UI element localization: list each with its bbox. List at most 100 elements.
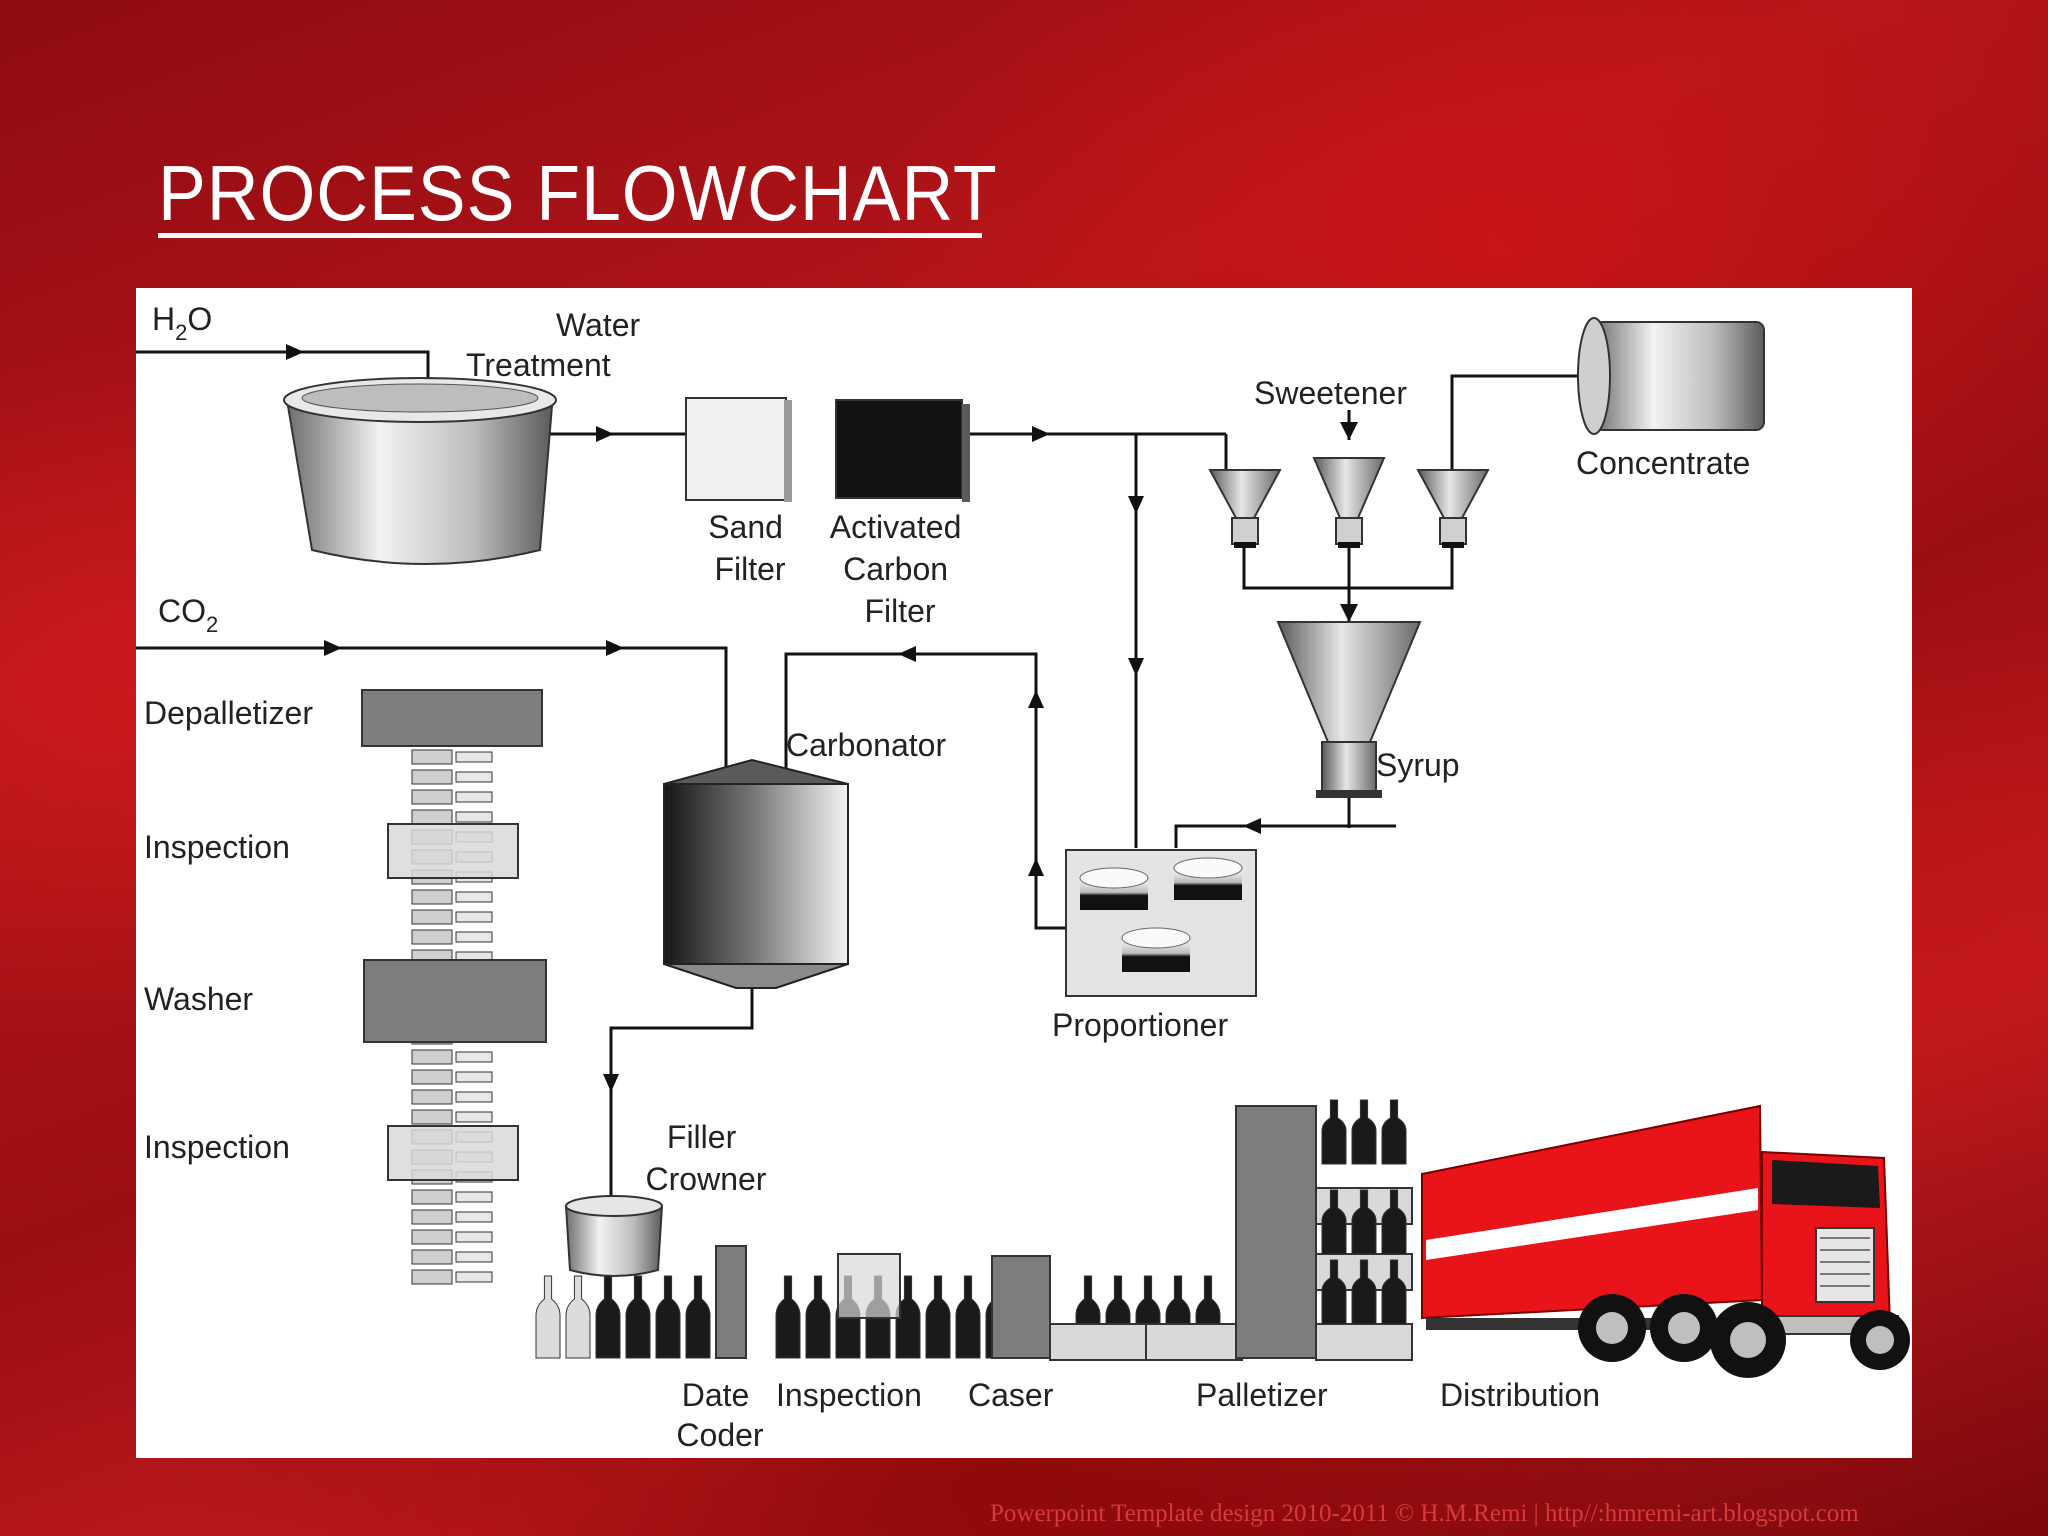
bottle (1351, 1189, 1377, 1255)
water-input-label: H2O (152, 301, 212, 345)
co2-input-label: CO2 (158, 593, 218, 637)
template-credit-footer: Powerpoint Template design 2010-2011 © H… (990, 1500, 1859, 1527)
funnel-1 (1208, 469, 1282, 548)
caser (991, 1255, 1051, 1359)
carbonator-label: Carbonator (786, 727, 946, 763)
bottle (411, 1229, 453, 1245)
sand-filter (685, 397, 792, 502)
bottle (455, 911, 493, 923)
title-underline (158, 233, 982, 238)
bottle (1381, 1189, 1407, 1255)
bottle (1351, 1259, 1377, 1325)
bottle (411, 889, 453, 905)
ingredient-funnels (1208, 457, 1490, 548)
bottle (455, 1271, 493, 1283)
filler-crowner-label: Filler Crowner (646, 1119, 767, 1197)
bottle (455, 771, 493, 783)
bottle (1381, 1259, 1407, 1325)
delivery-truck (1421, 1104, 1910, 1378)
palletizer-label: Palletizer (1196, 1377, 1328, 1413)
date-coder (715, 1245, 747, 1359)
bottle (455, 1211, 493, 1223)
bottle (455, 1051, 493, 1063)
bottle (1381, 1099, 1407, 1165)
distribution-label: Distribution (1440, 1377, 1600, 1413)
bottle (595, 1275, 621, 1359)
pallet-bottles (1321, 1099, 1407, 1325)
bottle (565, 1275, 591, 1359)
bottle (411, 1269, 453, 1285)
bottle (685, 1275, 711, 1359)
bottle (455, 791, 493, 803)
bottle (655, 1275, 681, 1359)
filler-crowner (564, 1195, 664, 1277)
bottle (1321, 1099, 1347, 1165)
bottle (455, 1251, 493, 1263)
sand-filter-label: Sand Filter (708, 509, 792, 587)
depalletizer (361, 689, 543, 747)
syrup-tank (1276, 621, 1422, 828)
process-flow-diagram: H2O CO2 Water Treatment Sand Filter Acti… (136, 288, 1912, 1458)
sweetener-label: Sweetener (1254, 375, 1407, 411)
bottle (955, 1275, 981, 1359)
bottle (411, 1109, 453, 1125)
bottle (455, 751, 493, 763)
proportioner-disc-2 (1173, 857, 1243, 900)
carbon-filter-label: Activated Carbon Filter (830, 509, 971, 629)
bottle (455, 931, 493, 943)
carbonator-tank (663, 758, 849, 989)
bottle (455, 891, 493, 903)
bottle (1351, 1099, 1377, 1165)
bottle (775, 1275, 801, 1359)
water-treatment-tank (283, 377, 557, 565)
bottle (411, 929, 453, 945)
inspection-station-line (837, 1253, 901, 1319)
bottle (455, 1231, 493, 1243)
concentrate-label: Concentrate (1576, 445, 1750, 481)
bottle (625, 1275, 651, 1359)
case-conveyor (1049, 1323, 1243, 1361)
inspection-station-1 (387, 823, 519, 879)
bottle (455, 1191, 493, 1203)
proportioner-disc-3 (1121, 927, 1191, 972)
water-treatment-label: Water Treatment (466, 307, 649, 383)
inspection-line-label: Inspection (776, 1377, 922, 1413)
bottle (455, 1111, 493, 1123)
proportioner-label: Proportioner (1052, 1007, 1228, 1043)
funnel-3 (1416, 469, 1490, 548)
bottle (455, 811, 493, 823)
bottle (411, 909, 453, 925)
bottle (411, 749, 453, 765)
flow-arrows (286, 344, 1596, 1092)
date-coder-label: Date Coder (676, 1377, 764, 1453)
bottle (411, 1189, 453, 1205)
syrup-label: Syrup (1376, 747, 1460, 783)
bottle (455, 1071, 493, 1083)
washer-label: Washer (144, 981, 253, 1017)
proportioner-disc-1 (1079, 867, 1149, 910)
inspection-station-2 (387, 1125, 519, 1181)
bottle (411, 789, 453, 805)
proportioner (1065, 849, 1257, 997)
slide-title: PROCESS FLOWCHART (158, 149, 998, 237)
bottle (411, 1069, 453, 1085)
bottle (411, 1049, 453, 1065)
bottle (535, 1275, 561, 1359)
bottle (411, 1089, 453, 1105)
bottle (805, 1275, 831, 1359)
diagram-svg: H2O CO2 Water Treatment Sand Filter Acti… (136, 301, 1910, 1453)
bottle (1321, 1189, 1347, 1255)
caser-label: Caser (968, 1377, 1054, 1413)
bottle (411, 769, 453, 785)
depalletizer-label: Depalletizer (144, 695, 313, 731)
bottle (455, 1091, 493, 1103)
bottle (411, 1209, 453, 1225)
inspection-1-label: Inspection (144, 829, 290, 865)
bottle (1321, 1259, 1347, 1325)
bottle (411, 1249, 453, 1265)
activated-carbon-filter (835, 399, 970, 502)
inspection-2-label: Inspection (144, 1129, 290, 1165)
bottle (925, 1275, 951, 1359)
funnel-2 (1312, 457, 1386, 548)
concentrate-drum (1577, 317, 1765, 435)
